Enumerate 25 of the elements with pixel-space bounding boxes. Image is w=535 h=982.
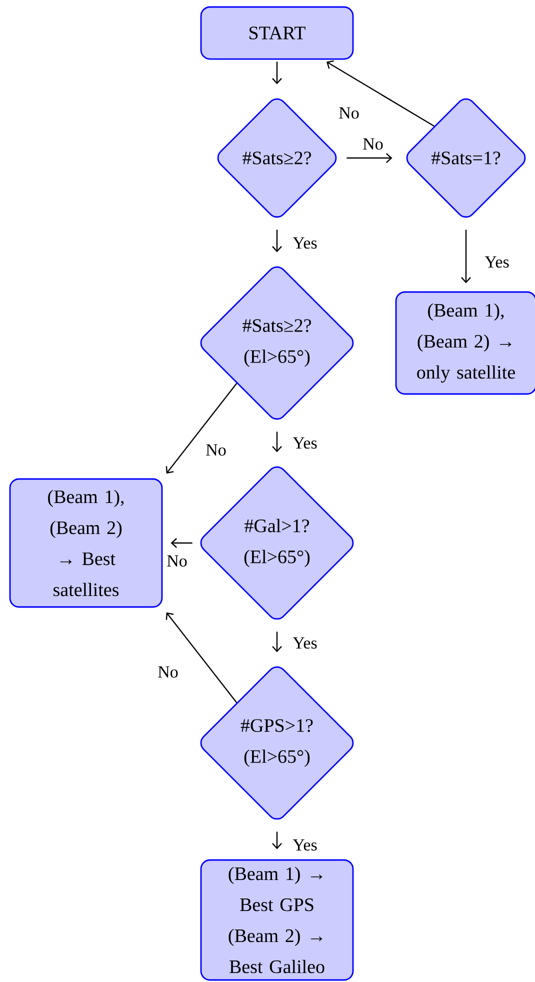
arrow [166, 383, 238, 474]
arrow [461, 230, 471, 284]
process-box: (Beam 1) → Best GPS (Beam 2) → Best Galileo [200, 859, 354, 981]
arrow [272, 432, 282, 452]
arrow [326, 60, 434, 127]
edge-label: Yes [292, 436, 318, 450]
edge-label: No [362, 137, 384, 151]
arrow [272, 230, 282, 252]
process-box: (Beam 1), (Beam 2) → Best satellites [9, 478, 163, 608]
process-box: (Beam 1), (Beam 2) → only satellite [395, 291, 535, 395]
edge-label: Yes [292, 236, 318, 250]
process-box: START [200, 6, 354, 60]
edge-label: No [204, 443, 228, 457]
arrow [272, 832, 282, 850]
edge-label: No [338, 106, 360, 120]
edge-label: Yes [484, 255, 510, 269]
arrow [170, 538, 192, 548]
arrow [272, 632, 282, 652]
edge-label: No [166, 554, 188, 568]
arrow [346, 153, 392, 163]
arrow [272, 62, 282, 84]
edge-label: Yes [292, 838, 318, 852]
arrow [166, 612, 238, 704]
edge-label: No [156, 665, 180, 679]
edge-label: Yes [292, 636, 318, 650]
